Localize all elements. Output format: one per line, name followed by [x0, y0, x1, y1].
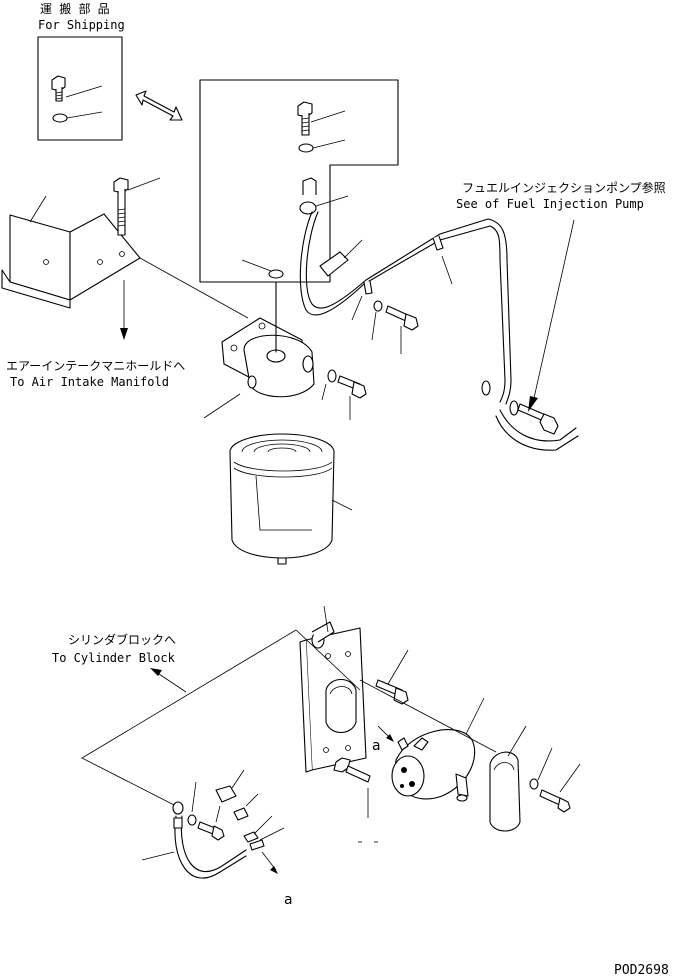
air-intake-label-en: To Air Intake Manifold — [10, 375, 169, 389]
fuel-pipe-group — [299, 211, 579, 451]
filter-bracket — [1, 177, 249, 340]
fuel-pump-reference: フュエルインジェクションポンプ参照 See of Fuel Injection … — [456, 180, 666, 412]
lower-assembly: a — [299, 605, 581, 832]
shipping-parts-group: 運 搬 部 品 For Shipping — [37, 1, 125, 141]
shipping-label-en: For Shipping — [38, 18, 125, 32]
air-intake-label-jp: エアーインテークマニホールドへ — [6, 359, 185, 373]
detail-washer — [298, 143, 314, 153]
shipping-bolt — [51, 75, 66, 102]
detail-box — [199, 79, 399, 283]
transfer-double-arrow — [135, 90, 183, 121]
fuel-pump-label-en: See of Fuel Injection Pump — [456, 197, 644, 211]
ref-a-upper: a — [372, 738, 381, 754]
detail-washer-lower — [268, 269, 284, 279]
fuel-pump-label-jp: フュエルインジェクションポンプ参照 — [462, 180, 666, 195]
clamp-bolt-group — [351, 295, 419, 354]
filter-head — [203, 281, 315, 419]
cylinder-label-jp: シリンダブロックへ — [68, 632, 176, 647]
pipe-sleeve — [319, 251, 349, 277]
pump-banjo-bolt — [517, 403, 559, 435]
ground-cable-group: シリンダブロックへ To Cylinder Block a — [52, 629, 361, 908]
detail-bolt — [297, 101, 313, 136]
filter-head-bolt — [321, 369, 367, 420]
shipping-label-jp: 運 搬 部 品 — [40, 1, 110, 16]
bracket-bolt — [113, 177, 129, 236]
shipping-washer — [52, 113, 68, 123]
shipping-box — [37, 36, 123, 141]
filter-cartridge — [229, 433, 353, 565]
drawing-number: POD2698 — [614, 963, 669, 978]
ref-a-lower: a — [284, 892, 293, 908]
cylinder-label-en: To Cylinder Block — [52, 651, 176, 665]
detail-box-group — [199, 79, 399, 283]
fuel-sensor — [391, 697, 485, 802]
